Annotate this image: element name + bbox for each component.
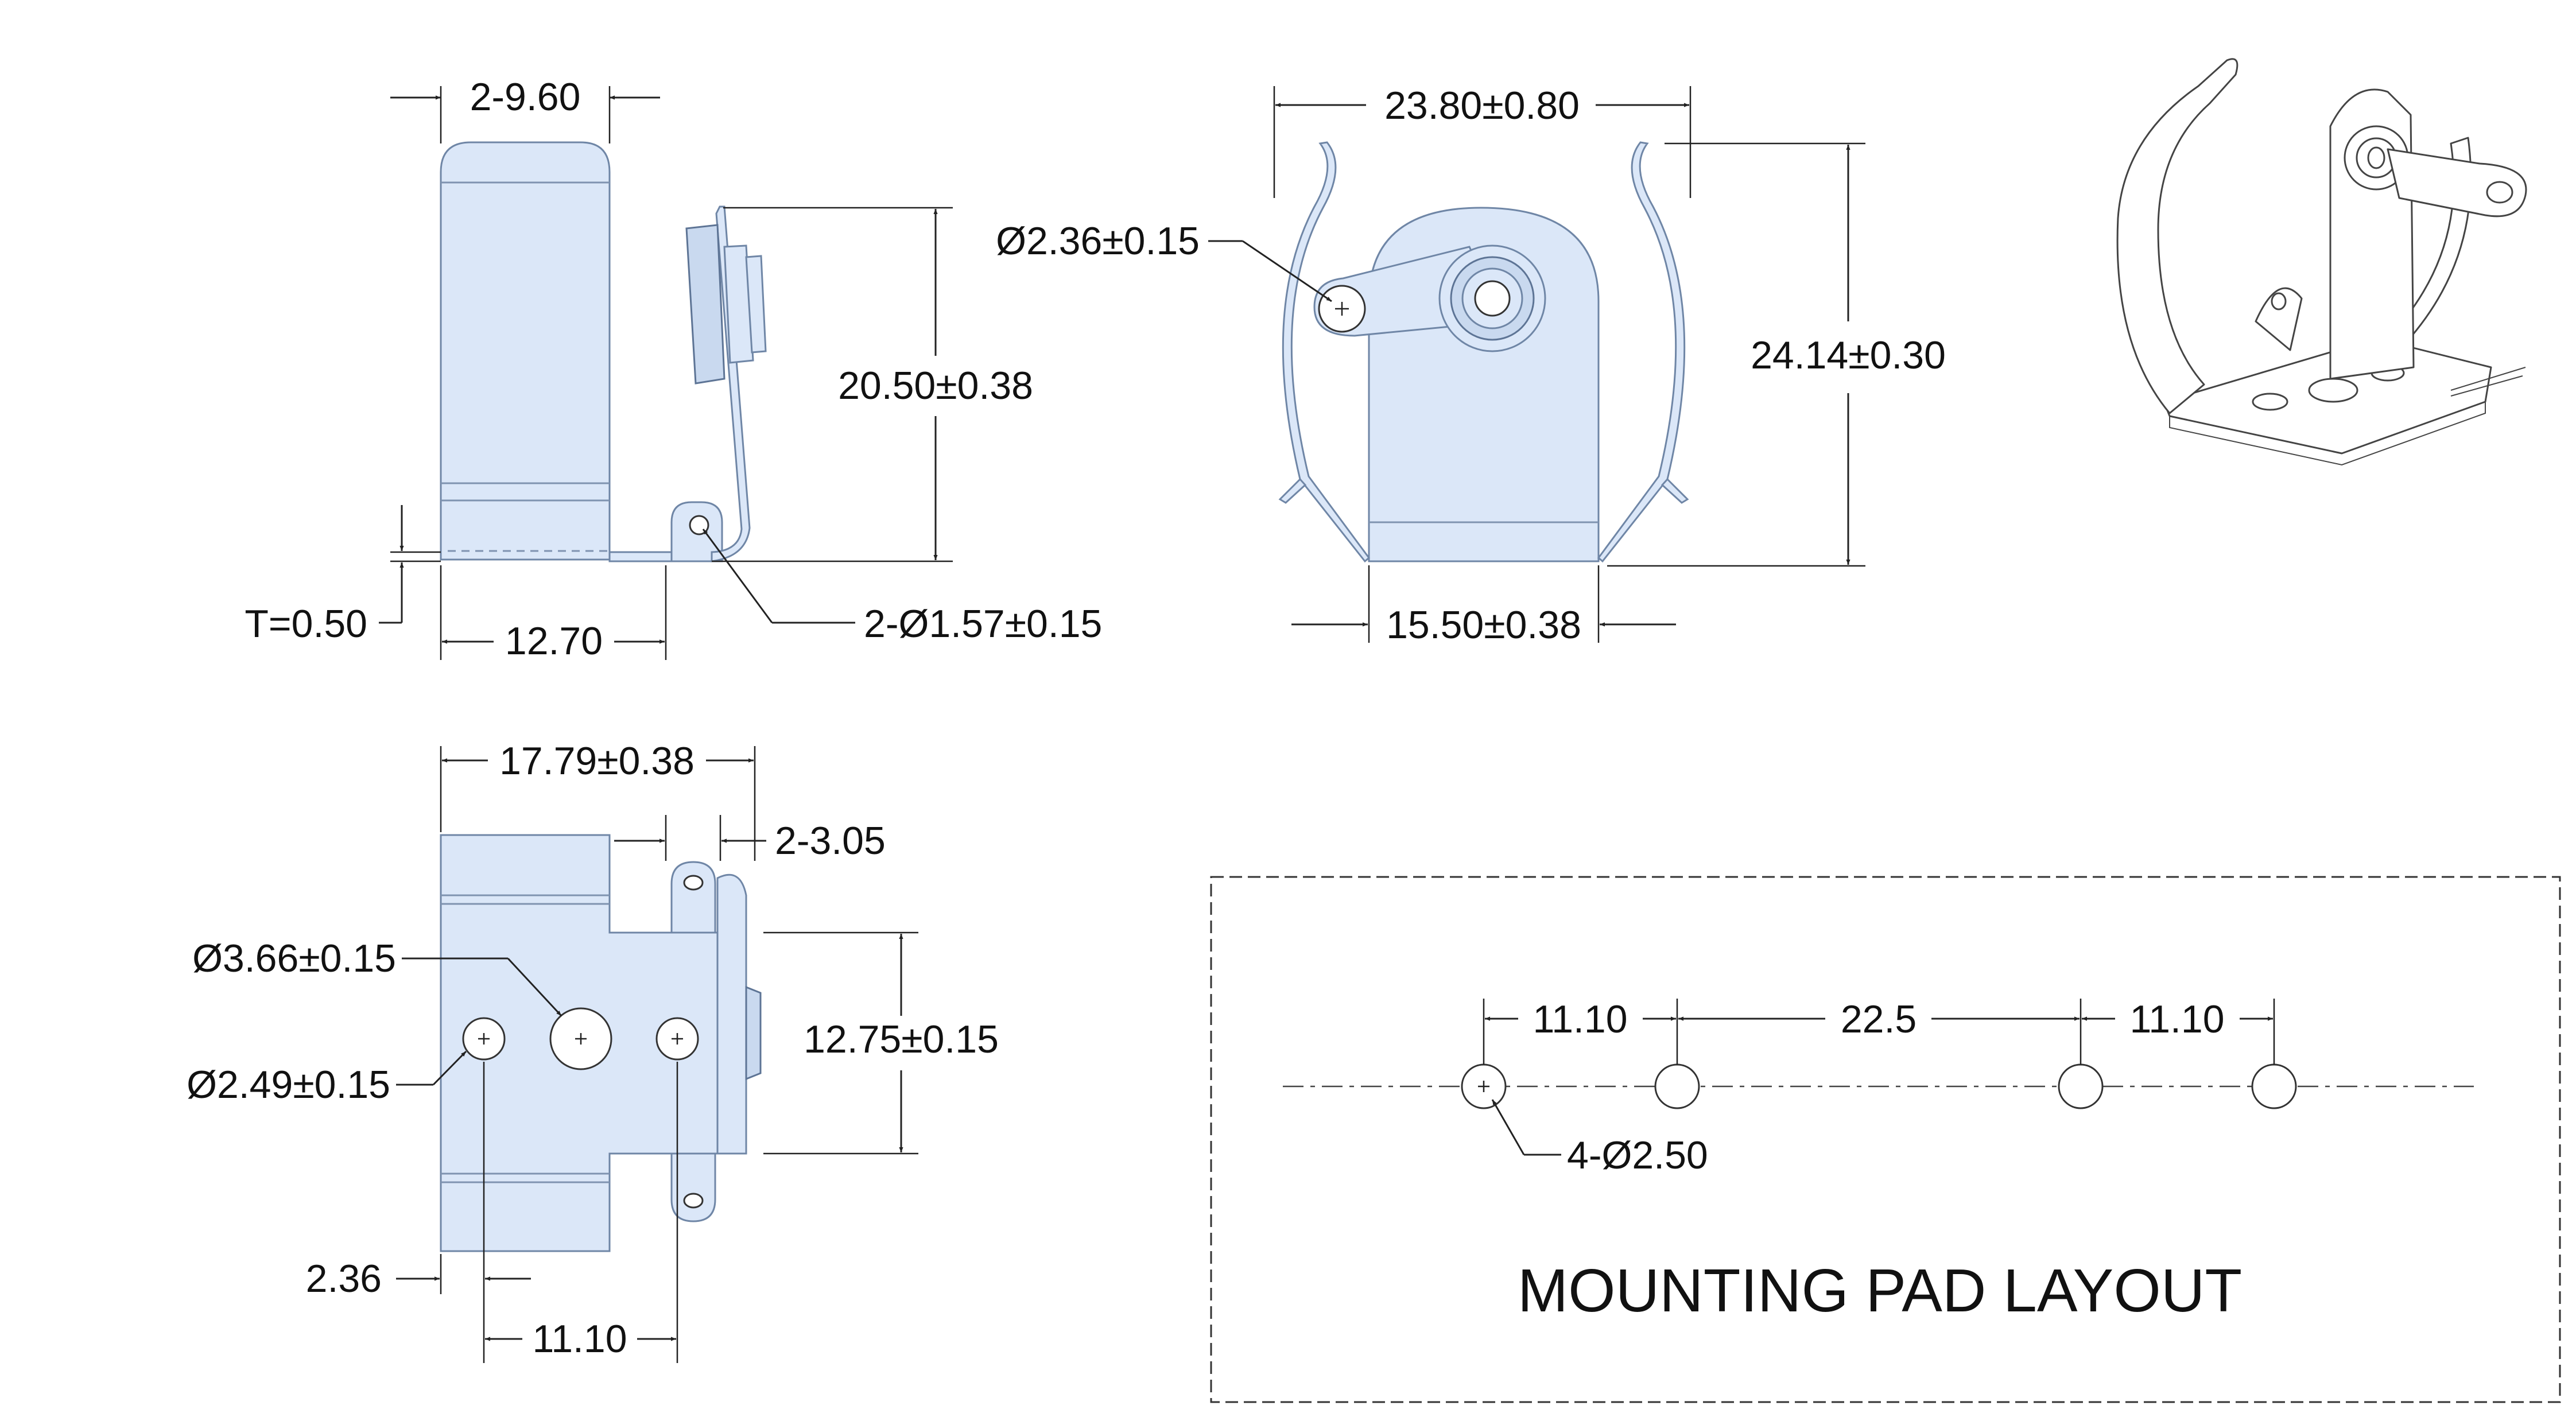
tab-hole-dim: 2-Ø1.57±0.15 bbox=[864, 602, 1102, 646]
base-length-dim: 12.70 bbox=[505, 619, 603, 663]
hole-spacing-dim: 11.10 bbox=[532, 1317, 627, 1361]
front-height-dim: 24.14±0.30 bbox=[1751, 333, 1946, 377]
side-view-cap bbox=[685, 224, 726, 385]
pad-spacing-right: 11.10 bbox=[2129, 997, 2224, 1041]
side-hole-dim: Ø2.49±0.15 bbox=[187, 1063, 390, 1106]
iso-left-spring bbox=[2116, 58, 2239, 414]
bottom-view-top-tab bbox=[670, 861, 716, 934]
side-view-body bbox=[440, 141, 611, 561]
side-height-dim: 20.50±0.38 bbox=[838, 364, 1033, 407]
edge-offset-dim: 2.36 bbox=[306, 1257, 382, 1300]
opening-dim: 23.80±0.80 bbox=[1384, 84, 1580, 127]
pad-hole bbox=[2058, 1063, 2104, 1109]
pivot-hole-dim: Ø2.36±0.15 bbox=[996, 219, 1200, 263]
bottom-view-bottom-tab bbox=[670, 1152, 716, 1222]
thickness-dim: T=0.50 bbox=[245, 602, 367, 646]
pad-spacing-left: 11.10 bbox=[1533, 997, 1627, 1041]
pad-hole-dim: 4-Ø2.50 bbox=[1567, 1133, 1708, 1177]
bottom-height-dim: 12.75±0.15 bbox=[804, 1018, 999, 1061]
tab-width-dim: 2-3.05 bbox=[775, 819, 886, 863]
iso-right-spring bbox=[2381, 137, 2472, 357]
isometric-view bbox=[2116, 58, 2527, 466]
pad-hole bbox=[1654, 1063, 1700, 1109]
bottom-length-dim: 17.79±0.38 bbox=[499, 739, 695, 783]
pad-hole bbox=[2251, 1063, 2297, 1109]
side-width-dim: 2-9.60 bbox=[470, 75, 581, 119]
bottom-view: 17.79±0.38 2-3.05 Ø3.66±0.15 Ø2.49±0.15 … bbox=[187, 739, 999, 1363]
center-hole-dim: Ø3.66±0.15 bbox=[192, 937, 396, 980]
iso-side-tab bbox=[2255, 287, 2303, 351]
front-view-right-spring bbox=[1597, 141, 1686, 563]
base-width-dim: 15.50±0.38 bbox=[1386, 603, 1581, 647]
pad-spacing-middle: 22.5 bbox=[1841, 997, 1917, 1041]
side-view-spring-arm bbox=[711, 205, 751, 562]
side-view: 2-9.60 20.50±0.38 T=0.50 12.70 2-Ø1.57±0… bbox=[245, 75, 1102, 663]
mounting-pad-layout: 11.10 22.5 11.10 4-Ø2.50 MOUNTING PAD LA… bbox=[1210, 876, 2561, 1403]
front-view-left-spring bbox=[1282, 141, 1371, 563]
front-view: 23.80±0.80 Ø2.36±0.15 24.14±0.30 15.50±0… bbox=[996, 84, 1946, 647]
pad-layout-title: MOUNTING PAD LAYOUT bbox=[1518, 1257, 2242, 1325]
